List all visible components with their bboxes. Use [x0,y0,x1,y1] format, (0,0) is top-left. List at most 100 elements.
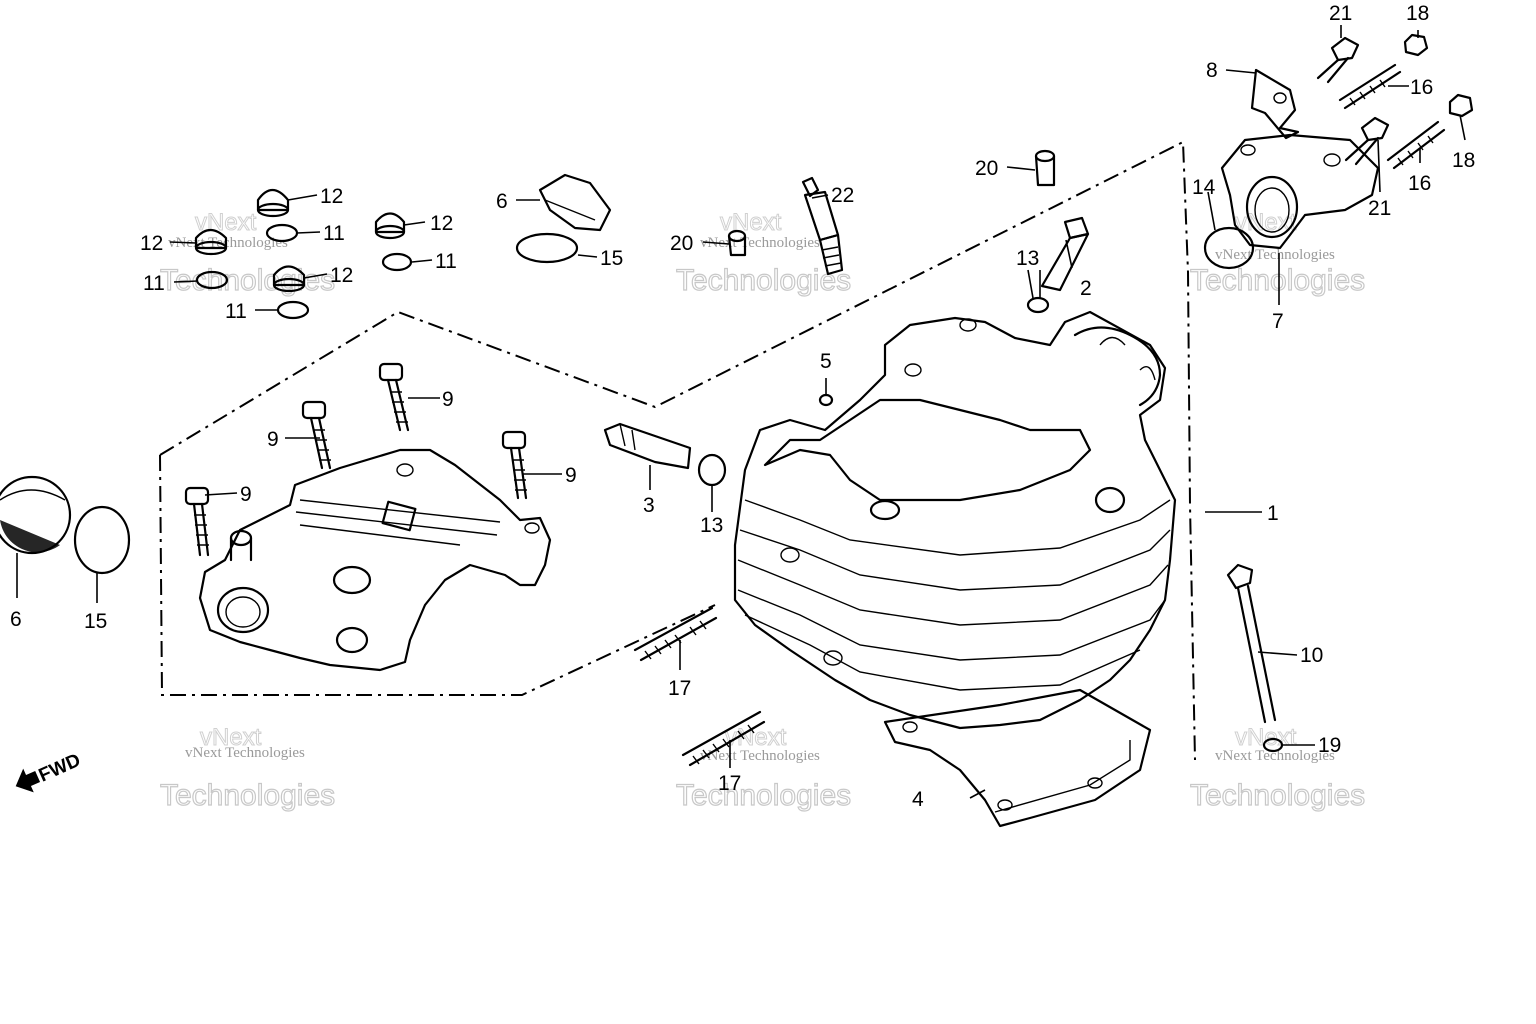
part-spark-plug [801,176,844,276]
watermark-bottom-center: vNext vNext Technologies Technologies [675,724,851,813]
part-clip-13-mid [697,453,727,487]
part-cylinder-head [733,310,1177,730]
callout-8: 8 [1206,59,1218,82]
callout-18-a: 18 [1406,2,1429,25]
part-head-gasket [883,688,1152,828]
part-cap-top [538,173,612,232]
part-dowel-20-b [727,229,747,257]
svg-text:vNext: vNext [725,724,787,751]
callout-13-top: 13 [1016,247,1039,270]
part-oring-14 [1203,226,1255,270]
part-washer-11-c [381,252,413,272]
part-stud-17-a [633,606,718,662]
part-bolt-21-a [1316,36,1360,84]
part-clip-5 [818,393,834,407]
part-bolt-9-a [184,486,210,557]
part-cap-nut-12-d [272,265,306,293]
callout-21-a: 21 [1329,2,1352,25]
svg-text:Technologies: Technologies [160,779,335,812]
callout-16-b: 16 [1408,172,1431,195]
part-nut-18-b [1448,93,1474,118]
callout-21-b: 21 [1368,197,1391,220]
callout-11-a: 11 [143,272,165,295]
callout-7: 7 [1272,310,1284,333]
part-stud-17-b [681,710,766,767]
part-bolt-21-b [1344,116,1390,166]
assembly-boundary [159,140,1196,761]
watermark-bottom-right: vNext vNext Technologies Technologies [1189,724,1365,813]
callout-9-d: 9 [240,483,252,506]
callout-12-b: 12 [140,232,163,255]
svg-text:vNext: vNext [1235,724,1297,751]
svg-text:Technologies: Technologies [1190,264,1365,297]
part-bracket-8 [1250,68,1300,140]
callout-labels: 1 2 3 4 5 6 6 7 8 9 9 9 9 10 11 11 11 11… [10,2,1475,811]
part-cylinder-head-cover [198,448,552,672]
watermark-top-right: vNext vNext Technologies Technologies [1189,209,1365,298]
callout-6-left: 6 [10,608,22,631]
callout-13-mid: 13 [700,514,723,537]
part-cap-nut-12-b [194,228,228,256]
svg-text:vNext Technologies: vNext Technologies [1215,247,1335,263]
callout-4: 4 [912,788,924,811]
callout-11-b: 11 [323,222,345,245]
svg-text:vNext: vNext [720,209,782,236]
part-stud-16-a [1338,63,1402,110]
part-stud-16-b [1386,120,1446,170]
part-clip-13-top [1026,296,1050,314]
callout-20-a: 20 [975,157,998,180]
svg-text:Technologies: Technologies [676,264,851,297]
forward-arrow-icon [15,768,41,793]
svg-text:Technologies: Technologies [160,264,335,297]
callout-12-a: 12 [320,185,343,208]
part-cap-left [0,475,72,555]
leader-lines [16,25,1466,799]
watermark-top-left: vNext vNext Technologies Technologies [159,209,335,298]
callout-12-c: 12 [430,212,453,235]
part-oring-top [515,232,579,264]
part-cap-nut-12-c [374,212,406,240]
callout-9-a: 9 [442,388,454,411]
part-washer-19 [1262,737,1284,753]
part-long-bolt-10 [1226,563,1277,724]
part-cap-nut-12-a [256,188,290,218]
callout-18-b: 18 [1452,149,1475,172]
part-nut-18-a [1403,33,1429,57]
part-valve-guide-2 [1040,216,1090,292]
callout-11-d: 11 [225,300,247,323]
callout-1: 1 [1267,502,1279,525]
part-oring-left [73,505,131,575]
part-bolt-9-b [301,400,332,470]
callout-20-b: 20 [670,232,693,255]
callout-6-top: 6 [496,190,508,213]
part-dowel-20-a [1034,149,1056,187]
callout-15-left: 15 [84,610,107,633]
callout-10: 10 [1300,644,1323,667]
svg-text:vNext: vNext [200,724,262,751]
part-washer-11-b [195,270,229,290]
svg-text:FWD: FWD [36,750,84,787]
callout-14: 14 [1192,176,1216,199]
callout-22: 22 [831,184,854,207]
callout-12-d: 12 [330,264,353,287]
callout-15-top: 15 [600,247,623,270]
callout-3: 3 [643,494,655,517]
part-valve-guide-3 [603,422,692,470]
callout-9-b: 9 [267,428,279,451]
watermark-bottom-left: vNext vNext Technologies Technologies [159,724,335,813]
svg-text:Technologies: Technologies [1190,779,1365,812]
callout-5: 5 [820,350,832,373]
part-washer-11-d [276,300,310,320]
svg-text:vNext Technologies: vNext Technologies [1215,748,1335,764]
callout-16-a: 16 [1410,76,1433,99]
part-bolt-9-d [501,430,528,500]
watermark-top-center: vNext vNext Technologies Technologies [675,209,851,298]
callout-2: 2 [1080,277,1092,300]
callout-17-b: 17 [718,772,741,795]
callout-17-a: 17 [668,677,691,700]
callout-19: 19 [1318,734,1341,757]
callout-11-c: 11 [435,250,457,273]
svg-text:Technologies: Technologies [676,779,851,812]
part-bolt-9-c [378,362,410,432]
